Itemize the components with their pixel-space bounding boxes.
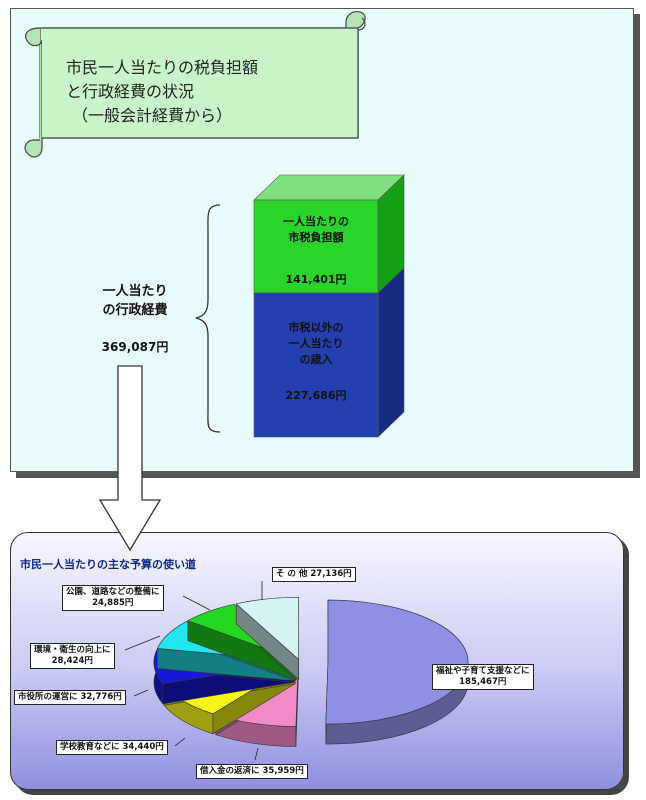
per-capita-value: 369,087円 [101,340,169,354]
pie-label-welfare-name: 福祉や子育て支援などに [436,666,530,676]
stacked-bar [253,174,405,438]
pie-chart [153,597,469,747]
leader-lines [124,581,263,761]
per-capita-label-1: 一人当たり [102,284,168,299]
pie-slice-0 [325,599,469,725]
pie-label-welfare: 福祉や子育て支援などに 185,467円 [432,664,534,690]
bar-top-value: 141,401円 [285,273,347,286]
pie-label-env-value: 28,424円 [51,656,93,666]
pie-label-welfare-value: 185,467円 [459,677,507,687]
pie-label-school: 学校教育などに 34,440円 [56,740,168,755]
pie-label-park: 公園、道路などの整備に 24,885円 [62,585,164,611]
curly-brace [195,204,221,433]
bar-bottom-line-1: 市税以外の [288,321,344,334]
page-title: 市民一人当たりの税負担額 と行政経費の状況 （一般会計経費から） [66,56,258,128]
bar-top-line-2: 市税負担額 [288,231,344,244]
chart-title: 市民一人当たりの主な予算の使い道 [20,558,196,571]
bar-top-line-1: 一人当たりの [283,215,349,228]
pie-label-debt: 借入金の返済に 35,959円 [196,764,308,779]
pie-label-env-name: 環境・衛生の向上に [34,645,111,655]
scroll-banner [24,11,366,158]
pie-label-park-name: 公園、道路などの整備に [66,587,160,597]
pie-label-office: 市役所の運営に 32,776円 [14,690,126,705]
title-line-1: 市民一人当たりの税負担額 [66,58,259,77]
bar-bottom-line-2: 一人当たり [288,337,344,350]
bar-bottom-value: 227,686円 [285,389,347,402]
pie-slice-6 [235,597,299,661]
pie-label-environment: 環境・衛生の向上に 28,424円 [30,643,115,669]
title-line-2: と行政経費の状況 [66,82,195,101]
pie-label-other: そ の 他 27,136円 [272,567,356,582]
per-capita-label: 一人当たり の行政経費 [85,282,185,320]
pie-label-park-value: 24,885円 [92,598,134,608]
per-capita-label-2: の行政経費 [102,303,168,318]
title-line-3: （一般会計経費から） [72,106,233,125]
down-arrow [98,365,162,552]
bar-top-label: 一人当たりの 市税負担額 [254,214,378,246]
bar-bottom-line-3: の歳入 [299,353,333,366]
bar-bottom-label: 市税以外の 一人当たり の歳入 [254,320,378,368]
